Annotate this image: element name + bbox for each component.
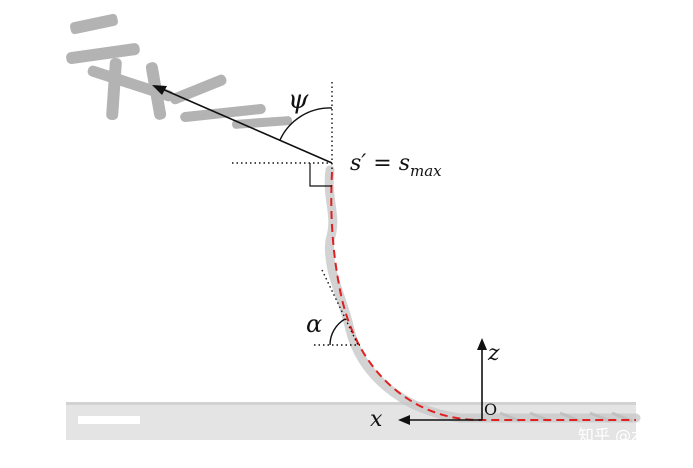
z-axis-label: z <box>487 341 500 366</box>
alpha-arc <box>329 318 346 346</box>
alpha-label: α <box>306 310 322 338</box>
psi-arc <box>279 107 333 141</box>
origin-label: O <box>484 400 497 419</box>
psi-label: ψ <box>288 85 309 115</box>
x-axis-label: x <box>370 407 383 432</box>
scale-bar <box>78 416 140 424</box>
s-prime-label: s′ = smax <box>350 151 442 180</box>
ghost-shapes <box>66 13 293 129</box>
z-axis-arrowhead <box>477 338 487 350</box>
right-angle-marker <box>309 163 332 187</box>
floor-edge <box>66 402 636 405</box>
x-axis-arrowhead <box>398 415 410 425</box>
tangent-arrow-head <box>152 85 167 95</box>
tangent-arrow <box>159 87 333 164</box>
alpha-tangent-line <box>321 269 359 346</box>
centerline-curve <box>330 171 636 421</box>
watermark-text: 知乎 @zzy <box>578 426 657 445</box>
